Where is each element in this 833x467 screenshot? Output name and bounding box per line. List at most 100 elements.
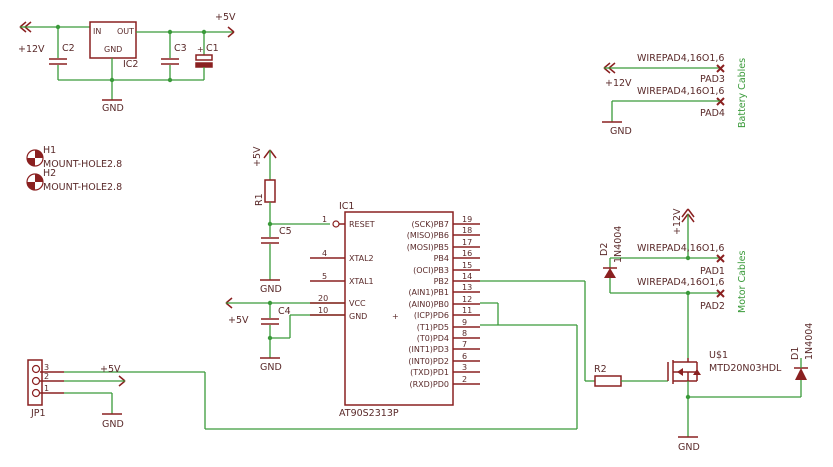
- ic1-right-pin-name: (AIN0)PB0: [408, 300, 449, 309]
- ic1-left-pin-name-1: XTAL2: [349, 254, 374, 263]
- d1-triangle: [795, 368, 807, 380]
- ic1-right-pin-num: 18: [462, 226, 472, 235]
- c2-label: C2: [62, 43, 75, 54]
- ic1-right-pin-num: 3: [462, 363, 467, 372]
- d2-label: D2: [599, 243, 610, 256]
- gnd-mosfet-label: GND: [678, 442, 700, 453]
- p5v-vcc-label: +5V: [228, 315, 249, 326]
- p5v-r1-label: +5V: [252, 146, 263, 167]
- mount-hole-h2-icon: [26, 173, 44, 191]
- ic1-left-pin-num-3: 20: [318, 294, 328, 303]
- ic1-right-pin-name: (T0)PD4: [417, 334, 449, 343]
- ic1-origin-mark: +: [392, 312, 399, 321]
- mount-hole-h1-icon: [26, 149, 44, 167]
- gnd-jp1-label: GND: [102, 419, 124, 430]
- wirepad3-value: WIREPAD4,16O1,6: [637, 53, 724, 64]
- battery-cables-label: Battery Cables: [737, 58, 748, 128]
- ic1-right-pin-num: 7: [462, 340, 467, 349]
- wirepad1-value: WIREPAD4,16O1,6: [637, 243, 724, 254]
- ic2-out-label: OUT: [117, 27, 134, 36]
- u1-value: MTD20N03HDL: [709, 363, 782, 374]
- ic1-left-pin-num-4: 10: [318, 306, 328, 315]
- h1-label: H1: [43, 145, 56, 156]
- gnd-c5-label: GND: [260, 284, 282, 295]
- mount-holes: H1 MOUNT-HOLE2.8 H2 MOUNT-HOLE2.8: [26, 145, 122, 193]
- jp1: 3 2 1 JP1 +5V GND: [27, 359, 205, 430]
- d2-value: 1N4004: [613, 226, 624, 263]
- gnd-c4-label: GND: [260, 362, 282, 373]
- pad3-icon: [716, 64, 725, 73]
- ic1-right-pin-num: 19: [462, 215, 472, 224]
- gnd-batt-label: GND: [610, 126, 632, 137]
- jp1-pin3-icon: [31, 364, 41, 374]
- c1-label: C1: [206, 43, 219, 54]
- ic1-right-pin-num: 2: [462, 375, 467, 384]
- gnd-reg-label: GND: [102, 103, 124, 114]
- ic1-right-pin-num: 14: [462, 272, 472, 281]
- ic1-right-pin-name: (OCI)PB3: [413, 266, 449, 275]
- pad2-label: PAD2: [700, 301, 725, 312]
- ic1-left-pin-name-2: XTAL1: [349, 277, 374, 286]
- d2-triangle: [604, 268, 616, 278]
- h2-label: H2: [43, 168, 56, 179]
- ic1-right-pin-name: (TXD)PD1: [410, 368, 449, 377]
- h1-value: MOUNT-HOLE2.8: [43, 159, 122, 170]
- jp1-pin-num-0: 3: [44, 363, 49, 372]
- ic2-body: [89, 21, 137, 59]
- ic1-right-pin-name: (MISO)PB6: [407, 231, 449, 240]
- u1-label: U$1: [709, 350, 728, 361]
- ic1-value: AT90S2313P: [339, 408, 399, 419]
- p12v-top-arrow: [19, 21, 32, 33]
- ic1-right-pin-num: 12: [462, 295, 472, 304]
- p12v-top-label: +12V: [18, 44, 45, 55]
- d1-value: 1N4004: [804, 323, 815, 360]
- ic1-left-pin-num-2: 5: [322, 272, 327, 281]
- ic1-right-pin-name: (INT0)PD2: [408, 357, 449, 366]
- c5-label: C5: [279, 226, 292, 237]
- regulator-section: +12V C2 IN OUT GND IC2 +5V C3 + C1: [18, 12, 236, 114]
- c4-label: C4: [278, 306, 291, 317]
- motor-section: +12V WIREPAD4,16O1,6 PAD1 D2 1N4004 WIRE…: [594, 208, 815, 453]
- ic1-right-pin-name: (AIN1)PB1: [408, 288, 449, 297]
- ic1-left-pin-name-0: RESET: [349, 220, 375, 229]
- r2-body: [594, 375, 622, 387]
- ic2-gnd-label: GND: [104, 45, 122, 54]
- ic1-left-pin-name-4: GND: [349, 312, 367, 321]
- motor-cables-label: Motor Cables: [737, 251, 748, 313]
- ic1-left-pin-num-0: 1: [322, 215, 327, 224]
- pad2-icon: [716, 289, 725, 298]
- reset-pin-bubble: [332, 220, 340, 228]
- p12v-motor-label: +12V: [672, 208, 683, 235]
- p5v-top-arrow: [227, 26, 235, 38]
- pad3-label: PAD3: [700, 74, 725, 85]
- c1-plus: +: [197, 45, 204, 54]
- reset-network: +5V R1 C5 GND: [252, 146, 330, 295]
- ic1-right-pin-name: PB4: [434, 254, 449, 263]
- ic1-right-pin-num: 13: [462, 283, 472, 292]
- p5v-jp1-label: +5V: [100, 364, 121, 375]
- c1-plate-bottom: [195, 62, 213, 68]
- battery-cables-section: +12V WIREPAD4,16O1,6 PAD3 WIREPAD4,16O1,…: [602, 53, 748, 137]
- p5v-top-label: +5V: [215, 12, 236, 23]
- ic2-in-label: IN: [93, 27, 101, 36]
- ic1-right-pin-name: (RXD)PD0: [409, 380, 449, 389]
- pad1-icon: [716, 254, 725, 263]
- r1-label: R1: [254, 193, 265, 206]
- pad1-label: PAD1: [700, 266, 725, 277]
- jp1-pin2-icon: [31, 376, 41, 386]
- ic1: IC1 AT90S2313P + 1 RESET 4 XTAL2 5 XTAL1…: [310, 201, 480, 419]
- ic1-right-pin-name: (T1)PD5: [417, 323, 449, 332]
- ic1-left-pin-name-3: VCC: [349, 299, 366, 308]
- ic1-body: [344, 211, 454, 406]
- ic1-right-pin-num: 15: [462, 261, 472, 270]
- ic1-right-pin-name: (MOSI)PB5: [407, 243, 449, 252]
- ic1-right-pins: (SCK)PB719(MISO)PB618(MOSI)PB517PB416(OC…: [407, 215, 480, 389]
- ic1-left-pin-num-1: 4: [322, 249, 327, 258]
- r1-body: [264, 179, 276, 203]
- ic1-right-pin-name: (SCK)PB7: [411, 220, 449, 229]
- wirepad2-value: WIREPAD4,16O1,6: [637, 277, 724, 288]
- ic1-right-pin-num: 8: [462, 329, 467, 338]
- ic1-right-pin-name: (ICP)PD6: [414, 311, 449, 320]
- ic1-output-wiring: [204, 280, 595, 430]
